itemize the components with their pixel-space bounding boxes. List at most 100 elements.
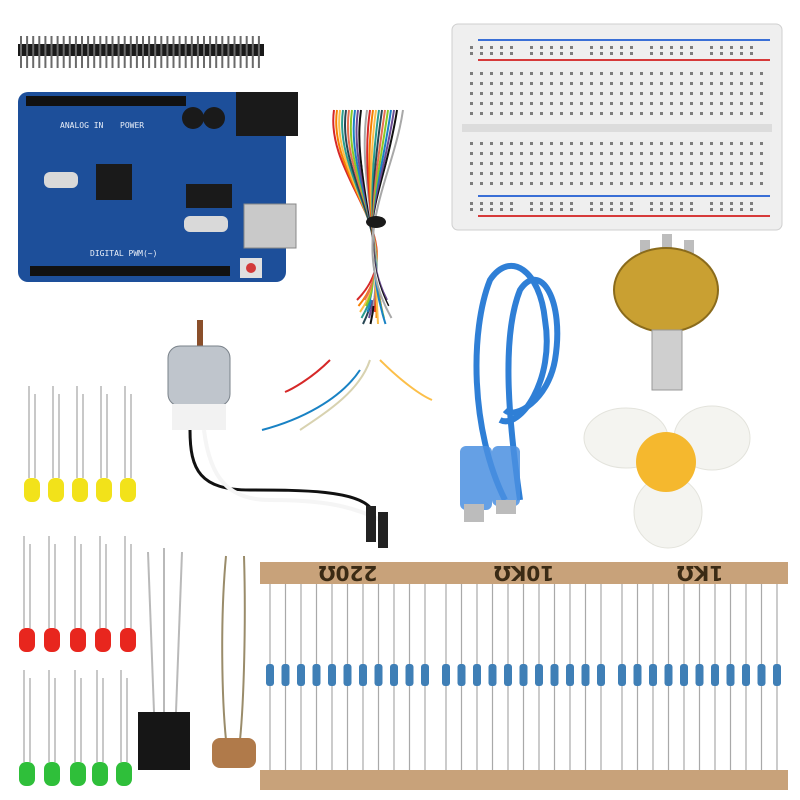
rail-hole — [740, 208, 743, 211]
header-pin — [215, 36, 218, 68]
breadboard-hole — [630, 172, 633, 175]
breadboard-hole — [750, 102, 753, 105]
breadboard-hole — [540, 162, 543, 165]
led-icon — [92, 762, 108, 786]
motor-wire-black — [188, 429, 374, 511]
strip-tape-top — [260, 562, 436, 584]
sensor-lead-1 — [147, 551, 155, 713]
microcontroller-chip — [96, 164, 132, 200]
resistor-icon — [649, 664, 657, 686]
breadboard-hole — [550, 92, 553, 95]
breadboard-hole — [680, 82, 683, 85]
breadboard-hole — [480, 112, 483, 115]
breadboard-hole — [520, 92, 523, 95]
breadboard-hole — [500, 152, 503, 155]
led-icon — [96, 478, 112, 502]
breadboard-hole — [640, 172, 643, 175]
rail-hole — [570, 46, 573, 49]
motor-shaft — [197, 320, 203, 350]
breadboard-hole — [700, 142, 703, 145]
breadboard-hole — [620, 152, 623, 155]
breadboard-hole — [660, 82, 663, 85]
breadboard-hole — [550, 102, 553, 105]
breadboard-hole — [600, 182, 603, 185]
breadboard-hole — [660, 162, 663, 165]
rail-hole — [620, 46, 623, 49]
rail-hole — [750, 202, 753, 205]
resistor-icon — [597, 664, 605, 686]
led-icon — [44, 628, 60, 652]
resistor-icon — [680, 664, 688, 686]
motor-endcap — [172, 404, 226, 430]
breadboard-hole — [530, 152, 533, 155]
breadboard-hole — [640, 182, 643, 185]
rail-hole — [660, 202, 663, 205]
breadboard-hole — [740, 152, 743, 155]
led-icon — [19, 628, 35, 652]
breadboard-hole — [610, 172, 613, 175]
header-pin — [233, 36, 236, 68]
rail-hole — [730, 46, 733, 49]
breadboard-hole — [510, 162, 513, 165]
breadboard-hole — [740, 82, 743, 85]
rail-hole — [610, 52, 613, 55]
rail-hole — [670, 46, 673, 49]
rail-hole — [690, 52, 693, 55]
temperature-sensor — [138, 548, 190, 770]
breadboard-hole — [660, 112, 663, 115]
breadboard-holes — [470, 46, 763, 211]
breadboard-hole — [570, 162, 573, 165]
rail-hole — [530, 208, 533, 211]
rail-hole — [690, 208, 693, 211]
rail-hole — [610, 208, 613, 211]
breadboard-hole — [680, 152, 683, 155]
breadboard-hole — [520, 102, 523, 105]
breadboard-hole — [540, 152, 543, 155]
capacitor-1 — [182, 107, 204, 129]
breadboard-hole — [710, 82, 713, 85]
breadboard-hole — [700, 182, 703, 185]
rail-hole — [670, 202, 673, 205]
breadboard-hole — [540, 142, 543, 145]
breadboard-hole — [620, 142, 623, 145]
header-pin — [203, 36, 205, 68]
breadboard-hole — [600, 162, 603, 165]
header-pins — [18, 36, 264, 68]
breadboard-hole — [560, 112, 563, 115]
rail-hole — [540, 52, 543, 55]
reset-button-cap — [246, 263, 256, 273]
rail-hole — [710, 52, 713, 55]
breadboard-hole — [670, 92, 673, 95]
resistor-icon — [535, 664, 543, 686]
top-headers — [26, 96, 186, 106]
rail-hole — [680, 208, 683, 211]
pot-pin-1 — [640, 240, 650, 260]
usb-a-metal — [464, 504, 484, 522]
header-pin — [81, 36, 83, 68]
led-icon — [72, 478, 88, 502]
breadboard-hole — [530, 102, 533, 105]
rail-hole — [540, 202, 543, 205]
breadboard-hole — [540, 112, 543, 115]
resistor-icon — [773, 664, 781, 686]
rail-hole — [530, 52, 533, 55]
rail-hole — [590, 202, 593, 205]
breadboard-hole — [610, 82, 613, 85]
rail-hole — [610, 46, 613, 49]
resistor-icon — [457, 664, 466, 686]
led-icon — [70, 762, 86, 786]
rail-hole — [470, 46, 473, 49]
breadboard-hole — [670, 72, 673, 75]
red-leds — [19, 536, 136, 652]
breadboard-hole — [550, 162, 553, 165]
rail-hole — [500, 52, 503, 55]
breadboard-hole — [730, 152, 733, 155]
breadboard-hole — [740, 92, 743, 95]
rail-hole — [690, 202, 693, 205]
rail-hole — [660, 208, 663, 211]
rail-hole — [480, 202, 483, 205]
breadboard-hole — [720, 142, 723, 145]
led-groups — [19, 386, 136, 786]
breadboard-hole — [600, 172, 603, 175]
rail-hole — [620, 208, 623, 211]
